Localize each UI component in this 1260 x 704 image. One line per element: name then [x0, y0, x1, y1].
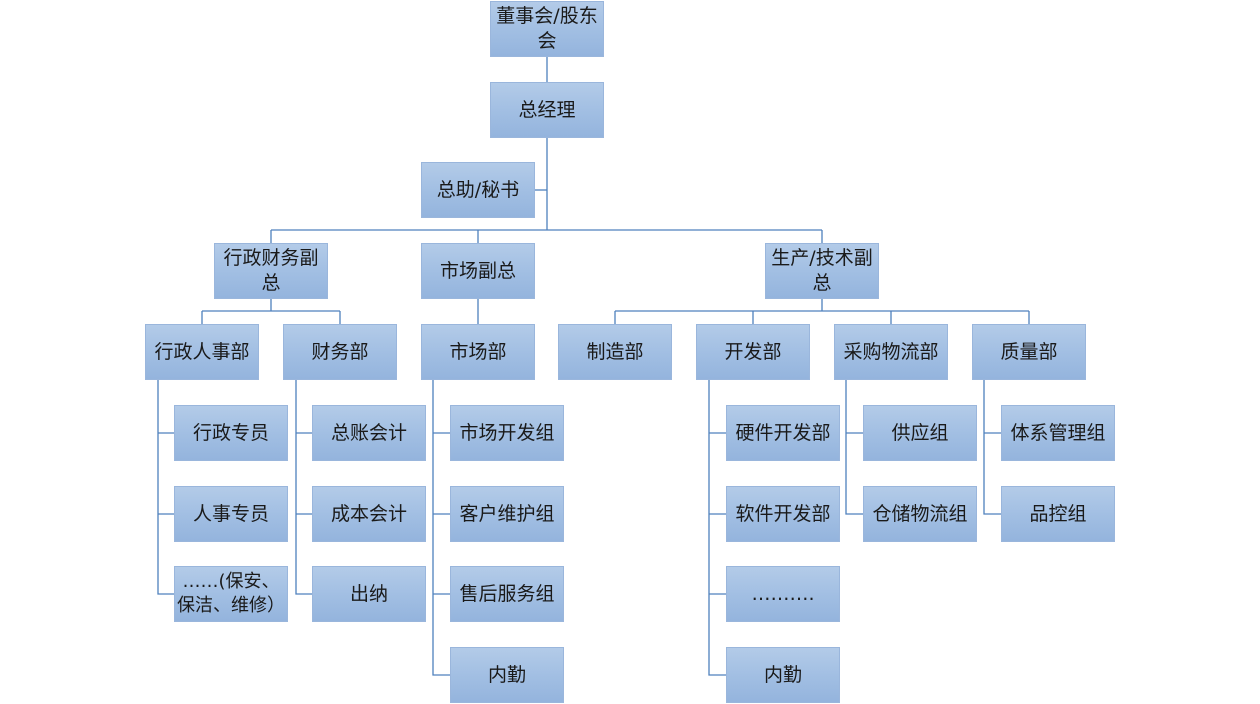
- connector-finance-children: [295, 380, 312, 595]
- node-dept-finance: 财务部: [283, 324, 397, 380]
- node-admin-others: ……(保安、保洁、维修）: [174, 566, 288, 622]
- node-market-dev-group: 市场开发组: [450, 405, 564, 461]
- node-hr-specialist: 人事专员: [174, 486, 288, 542]
- node-general-manager: 总经理: [490, 82, 604, 138]
- node-dept-manufacturing: 制造部: [558, 324, 672, 380]
- node-board: 董事会/股东会: [490, 1, 604, 57]
- node-aftersales-group: 售后服务组: [450, 566, 564, 622]
- node-admin-specialist: 行政专员: [174, 405, 288, 461]
- node-general-ledger: 总账会计: [312, 405, 426, 461]
- node-dept-quality: 质量部: [972, 324, 1086, 380]
- node-warehouse-logistics-group: 仓储物流组: [863, 486, 977, 542]
- connector-dev-children: [708, 380, 726, 676]
- connector-purchasing-children: [845, 380, 863, 515]
- node-dev-internal: 内勤: [726, 647, 840, 703]
- node-vp-admin-finance: 行政财务副总: [214, 243, 328, 299]
- connector-market-children: [432, 380, 450, 676]
- node-customer-maintenance-group: 客户维护组: [450, 486, 564, 542]
- node-dev-others: ……….: [726, 566, 840, 622]
- node-dept-admin-hr: 行政人事部: [145, 324, 259, 380]
- node-vp-market: 市场副总: [421, 243, 535, 299]
- node-system-management-group: 体系管理组: [1001, 405, 1115, 461]
- node-hardware-dev: 硬件开发部: [726, 405, 840, 461]
- node-quality-control-group: 品控组: [1001, 486, 1115, 542]
- connector-quality-children: [983, 380, 1001, 515]
- node-market-internal: 内勤: [450, 647, 564, 703]
- node-vp-production-tech: 生产/技术副总: [765, 243, 879, 299]
- connector-admin-hr-children: [157, 380, 174, 595]
- node-cost-accountant: 成本会计: [312, 486, 426, 542]
- node-assistant-secretary: 总助/秘书: [421, 162, 535, 218]
- node-supply-group: 供应组: [863, 405, 977, 461]
- node-dept-development: 开发部: [696, 324, 810, 380]
- node-dept-purchasing-logistics: 采购物流部: [834, 324, 948, 380]
- node-cashier: 出纳: [312, 566, 426, 622]
- node-software-dev: 软件开发部: [726, 486, 840, 542]
- node-dept-market: 市场部: [421, 324, 535, 380]
